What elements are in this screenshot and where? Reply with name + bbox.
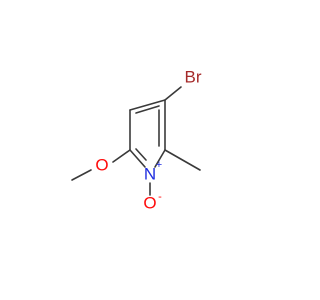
- double-bond-c4-c5: [135, 105, 160, 114]
- bond-n1-c2: [154, 149, 166, 168]
- ring-nitrogen-label: N: [144, 164, 156, 183]
- bond-o-methyl: [71, 169, 92, 181]
- double-bond-c6-n1: [135, 148, 147, 161]
- bond-c4-c5: [129, 99, 166, 111]
- bond-c2-methyl: [164, 149, 201, 171]
- oxide-oxygen-label: O: [143, 193, 156, 212]
- bond-c3-br: [164, 86, 182, 101]
- oxygen-charge: -: [158, 191, 162, 203]
- methoxy-oxygen-label: O: [95, 155, 108, 174]
- bond-c6-n1: [129, 149, 146, 168]
- molecule-structure: Br N + O - O: [71, 67, 202, 212]
- nitrogen-charge: +: [156, 159, 162, 171]
- bromine-label: Br: [185, 67, 202, 86]
- bond-c6-o-methoxy: [112, 149, 131, 163]
